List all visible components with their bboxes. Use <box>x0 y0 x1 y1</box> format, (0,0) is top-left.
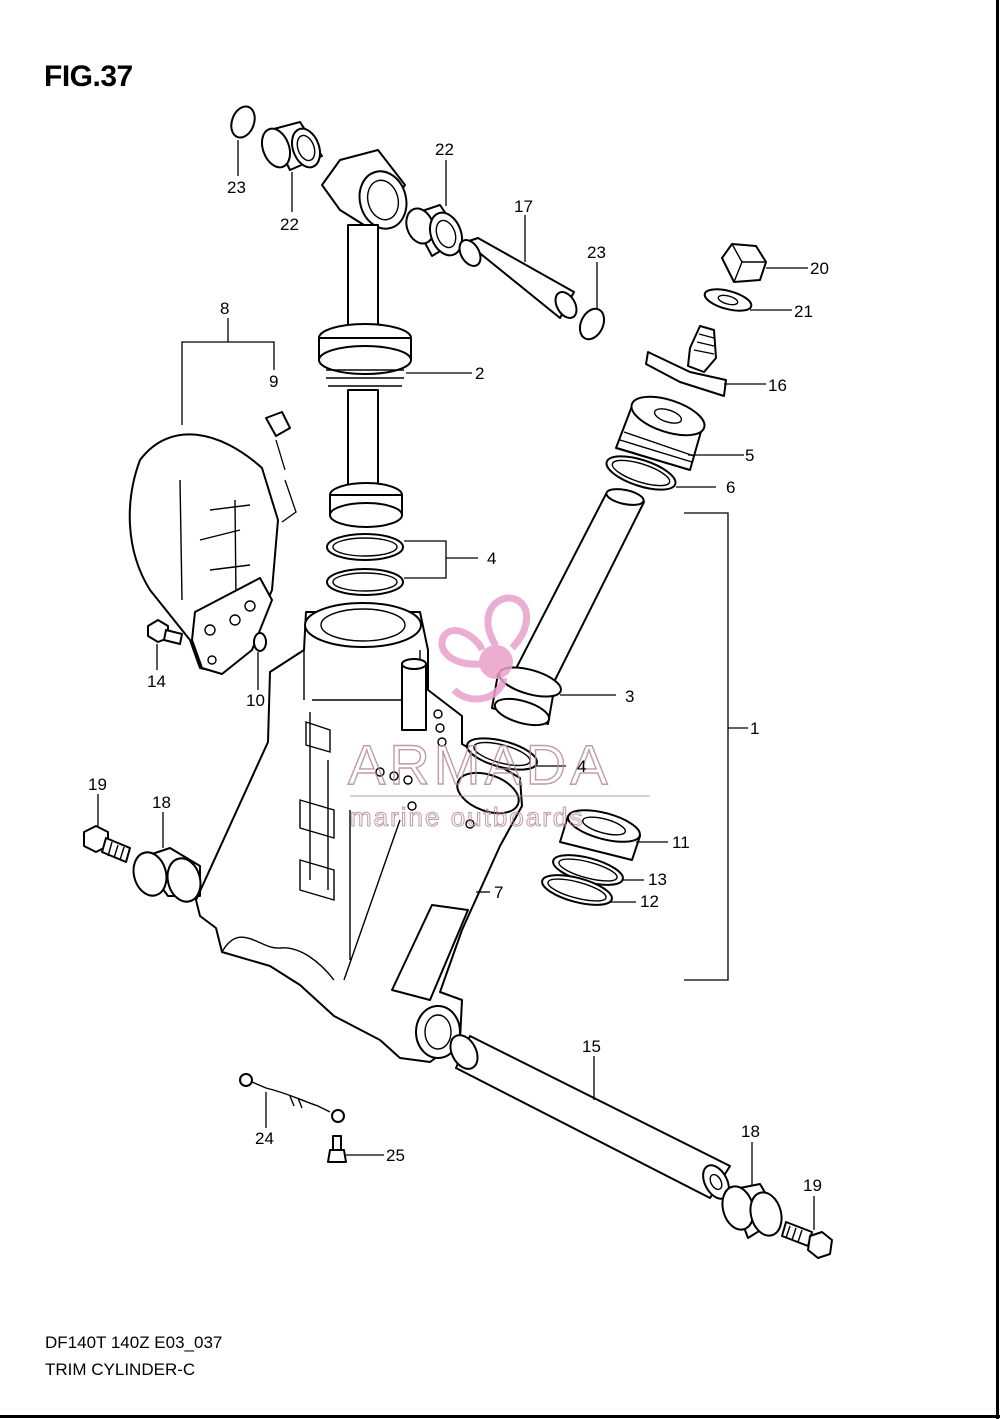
part-20-nut <box>721 243 808 283</box>
part-4-o-rings-upper <box>326 482 478 596</box>
part-15-shaft <box>449 1034 731 1200</box>
part-1-lower-rod <box>507 488 645 695</box>
callout-16: 16 <box>768 376 787 395</box>
part-18-bushing-left <box>132 812 202 903</box>
part-5-plug <box>615 395 744 471</box>
part-8-cover <box>128 318 279 675</box>
callout-13: 13 <box>648 870 667 889</box>
callout-22-right: 22 <box>435 140 454 159</box>
watermark-logo: ARMADA marine outboards <box>347 594 650 833</box>
callout-21: 21 <box>794 302 813 321</box>
part-25-screw <box>327 1135 384 1163</box>
watermark-tagline: marine outboards <box>350 802 584 832</box>
part-22-bushing-upper <box>260 121 323 212</box>
callout-22-upper: 22 <box>280 215 299 234</box>
part-12-ring <box>541 874 636 906</box>
callout-2: 2 <box>475 364 484 383</box>
part-1-bracket <box>684 512 748 981</box>
part-14-bolt <box>147 619 183 670</box>
part-10-washer <box>253 632 267 690</box>
part-19-bolt-right <box>781 1196 833 1259</box>
frame-border-bottom <box>0 1415 1000 1418</box>
callout-24: 24 <box>255 1129 274 1148</box>
callout-23-right: 23 <box>587 243 606 262</box>
part-18-bushing-right <box>721 1142 783 1239</box>
part-11-seal <box>559 809 668 861</box>
callout-4-lower: 4 <box>577 757 586 776</box>
callout-9: 9 <box>269 372 278 391</box>
part-23-circlip-upper <box>230 105 256 176</box>
part-17-pin <box>458 215 578 319</box>
frame-border-right <box>996 0 999 1419</box>
part-21-washer <box>703 288 792 312</box>
part-2-piston-rod <box>318 149 472 491</box>
callout-3: 3 <box>625 687 634 706</box>
callout-labels: 1 2 3 4 4 5 6 7 8 9 10 11 12 13 14 15 16… <box>88 140 829 1195</box>
figure-title: FIG.37 <box>44 60 133 93</box>
part-6-o-ring <box>605 455 716 491</box>
part-22-bushing-right <box>405 160 463 257</box>
callout-19-right: 19 <box>803 1176 822 1195</box>
callout-11: 11 <box>672 833 690 852</box>
part-3-piston <box>491 666 616 727</box>
figure-caption: TRIM CYLINDER-C <box>45 1360 196 1379</box>
callout-8: 8 <box>220 299 229 318</box>
propeller-icon <box>438 594 530 703</box>
callout-10: 10 <box>246 691 265 710</box>
callout-1: 1 <box>750 719 759 738</box>
part-16-fitting <box>645 325 766 397</box>
callout-14: 14 <box>147 672 166 691</box>
callout-6: 6 <box>726 478 735 497</box>
part-23-circlip-right <box>578 262 606 341</box>
callout-4-upper: 4 <box>487 549 496 568</box>
callout-15: 15 <box>582 1037 601 1056</box>
part-7-cylinder-body <box>195 602 523 1063</box>
callout-5: 5 <box>745 446 754 465</box>
callout-25: 25 <box>386 1146 405 1165</box>
callout-7: 7 <box>494 883 503 902</box>
callout-18-left: 18 <box>152 793 171 812</box>
callout-23-upper: 23 <box>227 178 246 197</box>
watermark-brand: ARMADA <box>348 733 612 796</box>
callout-18-right: 18 <box>741 1122 760 1141</box>
part-19-bolt-left <box>83 794 131 863</box>
part-24-ground-wire <box>239 1073 345 1128</box>
model-code: DF140T 140Z E03_037 <box>45 1333 223 1352</box>
callout-19-left: 19 <box>88 775 107 794</box>
callout-17: 17 <box>514 197 533 216</box>
part-4-o-ring-lower <box>466 737 566 771</box>
callout-20: 20 <box>810 259 829 278</box>
part-9-cap <box>265 411 297 523</box>
callout-12: 12 <box>640 892 659 911</box>
